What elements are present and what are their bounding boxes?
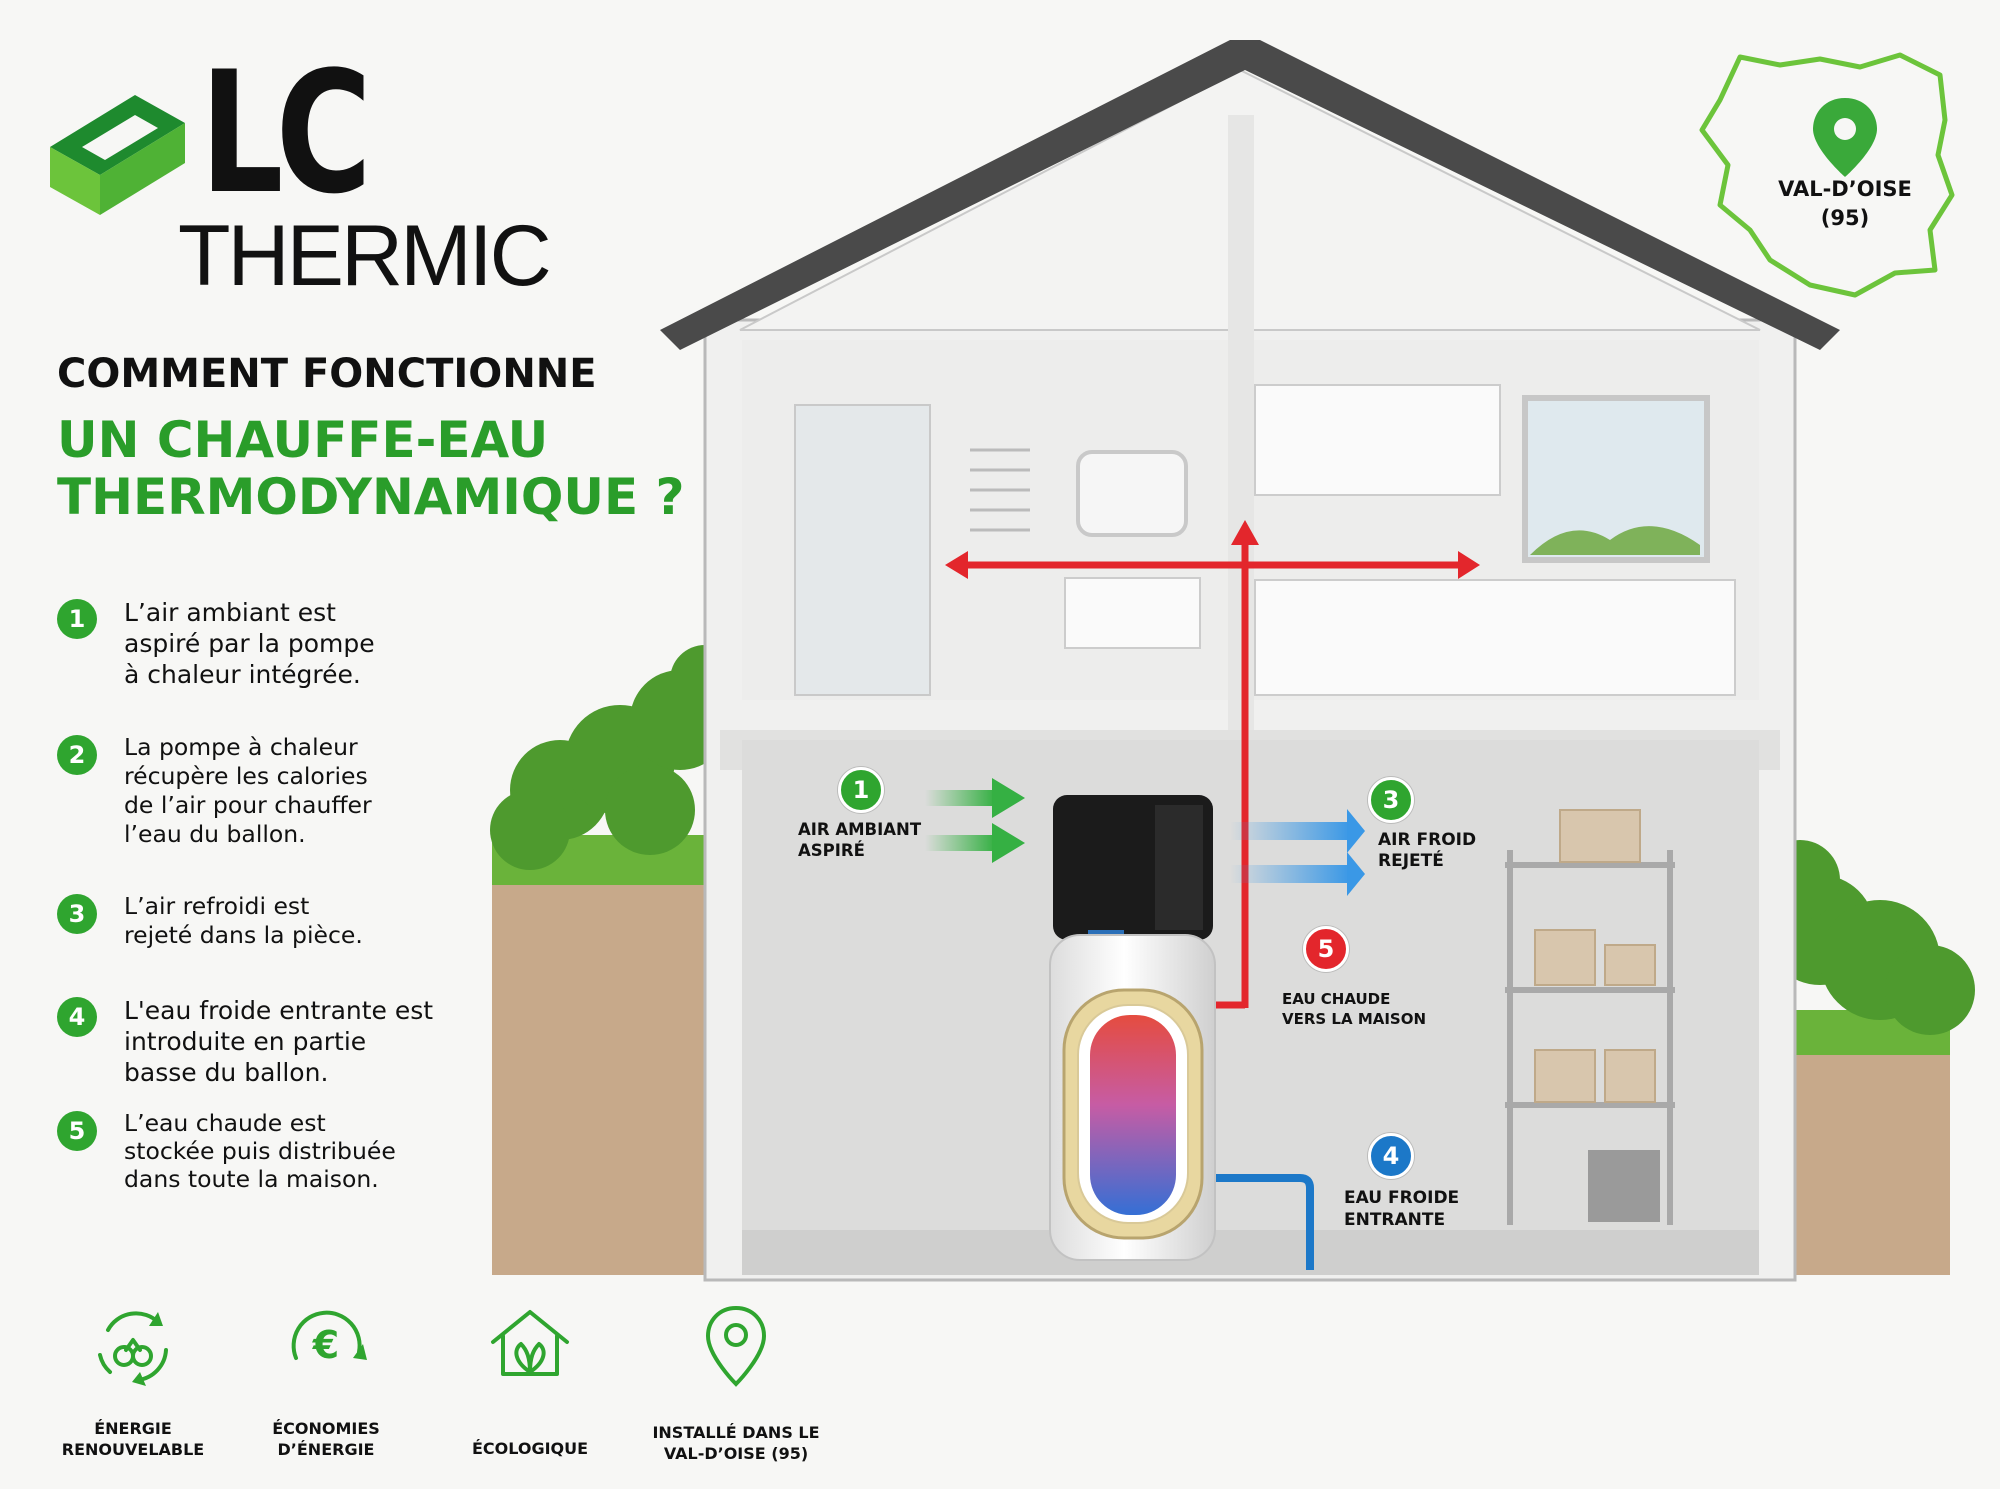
diagram-label-hot-water: EAU CHAUDE VERS LA MAISON <box>1282 990 1427 1028</box>
euro-savings-icon: € <box>291 1310 367 1367</box>
recycle-energy-icon <box>98 1311 168 1386</box>
water-heater <box>1049 795 1216 1261</box>
step-badge: 3 <box>57 894 97 934</box>
heading-line2: UN CHAUFFE-EAU THERMODYNAMIQUE ? <box>57 411 685 526</box>
step-badge: 2 <box>57 735 97 775</box>
feature-installed: INSTALLÉ DANS LE VAL-D’OISE (95) <box>636 1300 836 1463</box>
diagram-badge-3: 3 <box>1368 777 1414 823</box>
diagram-label-cold-water: EAU FROIDE ENTRANTE <box>1344 1188 1460 1230</box>
air-in-arrows <box>925 778 1025 863</box>
diagram-label-air-out: AIR FROID REJETÉ <box>1378 830 1477 871</box>
bin <box>1588 1150 1660 1222</box>
location-pin-icon <box>705 1305 767 1387</box>
step-text: L’eau chaude est stockée puis distribuée… <box>124 1109 396 1193</box>
feature-renewable: ÉNERGIE RENOUVELABLE <box>33 1300 233 1459</box>
mirror <box>1076 450 1188 537</box>
brand-logo: LC THERMIC <box>50 49 552 305</box>
step-text: La pompe à chaleur récupère les calories… <box>124 733 372 848</box>
soil-right <box>1788 1050 1950 1275</box>
shower <box>794 404 931 696</box>
location-pin-icon <box>1813 98 1877 177</box>
logo-thermic-text: THERMIC <box>178 208 552 304</box>
svg-text:€: € <box>312 1323 339 1367</box>
feature-label: INSTALLÉ DANS LE VAL-D’OISE (95) <box>652 1423 820 1463</box>
heading-line1: COMMENT FONCTIONNE <box>57 351 597 397</box>
feature-savings: € ÉCONOMIES D’ÉNERGIE <box>226 1300 426 1459</box>
step-text: L'eau froide entrante est introduite en … <box>124 996 434 1087</box>
shelving <box>1505 850 1675 1225</box>
step-text: L’air ambiant est aspiré par la pompe à … <box>124 598 375 689</box>
kitchen-base-cabinets <box>1254 579 1736 696</box>
diagram-badge-4: 4 <box>1368 1133 1414 1179</box>
basement-floor <box>742 1230 1759 1275</box>
val-doise-map-icon <box>1699 52 1955 298</box>
logo-mark-icon <box>50 95 185 215</box>
feature-label: ÉNERGIE RENOUVELABLE <box>61 1419 205 1459</box>
boxes <box>1534 809 1656 1103</box>
soil-left <box>492 880 712 1275</box>
air-out-arrows <box>1230 809 1365 896</box>
diagram-badge-1: 1 <box>838 767 884 813</box>
step-badge: 5 <box>57 1111 97 1151</box>
center-post <box>1228 115 1254 730</box>
diagram-badge-5: 5 <box>1303 926 1349 972</box>
kitchen-wall-cabinets <box>1254 384 1501 496</box>
logo-lc-text: LC <box>200 35 372 231</box>
feature-label: ÉCONOMIES D’ÉNERGIE <box>272 1419 380 1459</box>
cold-water-pipe <box>1210 1174 1314 1270</box>
diagram-label-air-in: AIR AMBIANT ASPIRÉ <box>798 820 922 860</box>
step-badge: 1 <box>57 599 97 639</box>
map-label: VAL-D’OISE (95) <box>1778 177 1912 230</box>
hot-water-arrows <box>945 520 1480 1009</box>
eco-house-icon <box>491 1310 569 1376</box>
step-text: L’air refroidi est rejeté dans la pièce. <box>124 892 363 949</box>
step-badge: 4 <box>57 997 97 1037</box>
feature-label: ÉCOLOGIQUE <box>471 1439 589 1458</box>
towel-rail <box>970 448 1030 532</box>
sink-cabinet <box>1064 577 1201 649</box>
feature-eco: ÉCOLOGIQUE <box>430 1300 630 1458</box>
